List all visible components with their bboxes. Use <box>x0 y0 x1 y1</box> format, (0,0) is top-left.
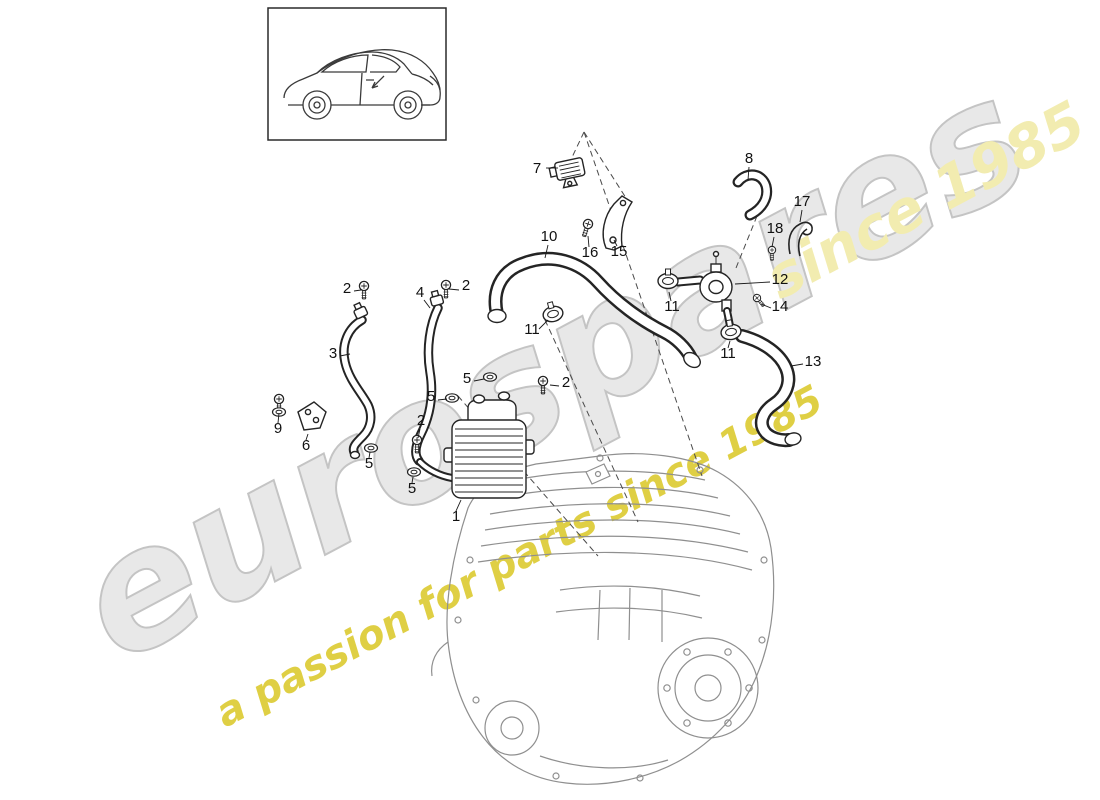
part-label-17[interactable]: 17 <box>794 193 811 210</box>
sensor-7 <box>548 157 586 189</box>
leader-line-2 <box>549 384 560 387</box>
leader-line-4 <box>423 299 431 309</box>
leader-line-11 <box>668 291 672 302</box>
car-sketch <box>283 49 441 120</box>
part-label-1[interactable]: 1 <box>452 508 460 525</box>
part-label-15[interactable]: 15 <box>611 243 628 260</box>
screw-16 <box>578 217 595 239</box>
oil-cooler <box>416 391 535 499</box>
leader-line-15 <box>613 239 618 247</box>
part-label-7[interactable]: 7 <box>533 160 541 177</box>
car-thumbnail-frame <box>267 7 447 141</box>
part-label-4[interactable]: 4 <box>416 284 424 301</box>
washer-5c <box>363 443 379 453</box>
leader-line-9 <box>277 412 280 424</box>
leader-line-14 <box>760 303 772 309</box>
leader-line-6 <box>305 433 309 441</box>
parts-layer <box>271 157 813 499</box>
leader-line-2 <box>417 428 421 439</box>
part-label-2[interactable]: 2 <box>562 374 570 391</box>
part-label-11[interactable]: 11 <box>524 321 540 338</box>
leader-line-13 <box>790 363 804 367</box>
watermark-layer: eurospares since 1985 a passion for part… <box>45 39 1096 737</box>
part-label-11[interactable]: 11 <box>664 298 680 315</box>
leader-line-17 <box>799 209 803 223</box>
part-label-13[interactable]: 13 <box>805 353 822 370</box>
washer-5b <box>444 393 460 403</box>
leader-line-12 <box>734 281 771 285</box>
clip-17 <box>788 221 813 257</box>
leader-line-18 <box>771 236 775 248</box>
washer-5a <box>482 372 498 382</box>
leader-line-11 <box>727 340 731 349</box>
part-label-6[interactable]: 6 <box>302 437 310 454</box>
bracket-15 <box>602 195 633 251</box>
part-label-2[interactable]: 2 <box>417 412 425 429</box>
leader-line-2 <box>448 288 460 291</box>
leader-line-11 <box>538 319 549 330</box>
hose-13 <box>735 329 802 448</box>
car-thumbnail <box>267 7 447 141</box>
part-label-11[interactable]: 11 <box>720 345 736 362</box>
leader-line-1 <box>455 499 462 512</box>
part-label-5[interactable]: 5 <box>463 370 471 387</box>
hose-4 <box>411 289 445 466</box>
bracket-6 <box>297 401 327 431</box>
part-label-2[interactable]: 2 <box>343 280 351 297</box>
hose-10 <box>487 251 701 369</box>
part-label-3[interactable]: 3 <box>329 345 337 362</box>
part-label-10[interactable]: 10 <box>541 228 558 245</box>
leader-line-5 <box>368 451 371 459</box>
watermark-brand-text: eurospares <box>46 40 1057 699</box>
hose-8 <box>732 169 773 221</box>
leader-line-3 <box>339 353 351 357</box>
leader-line-2 <box>353 289 362 292</box>
washer-5d <box>406 467 422 477</box>
part-label-5[interactable]: 5 <box>408 480 416 497</box>
leader-line-5 <box>473 378 485 382</box>
part-label-2[interactable]: 2 <box>462 277 470 294</box>
part-label-9[interactable]: 9 <box>274 420 282 437</box>
leader-line-5 <box>437 398 448 401</box>
leader-line-10 <box>544 244 549 259</box>
car-pointer-arrow <box>371 75 385 89</box>
leader-line-8 <box>747 166 750 181</box>
hose-3 <box>339 301 376 460</box>
part-label-14[interactable]: 14 <box>772 298 789 315</box>
part-label-5[interactable]: 5 <box>427 388 435 405</box>
leader-line-16 <box>587 235 590 248</box>
leader-line-5 <box>411 476 414 484</box>
part-label-8[interactable]: 8 <box>745 150 753 167</box>
part-label-12[interactable]: 12 <box>772 271 789 288</box>
part-label-18[interactable]: 18 <box>767 220 784 237</box>
part-label-5[interactable]: 5 <box>365 455 373 472</box>
part-label-16[interactable]: 16 <box>582 244 599 261</box>
